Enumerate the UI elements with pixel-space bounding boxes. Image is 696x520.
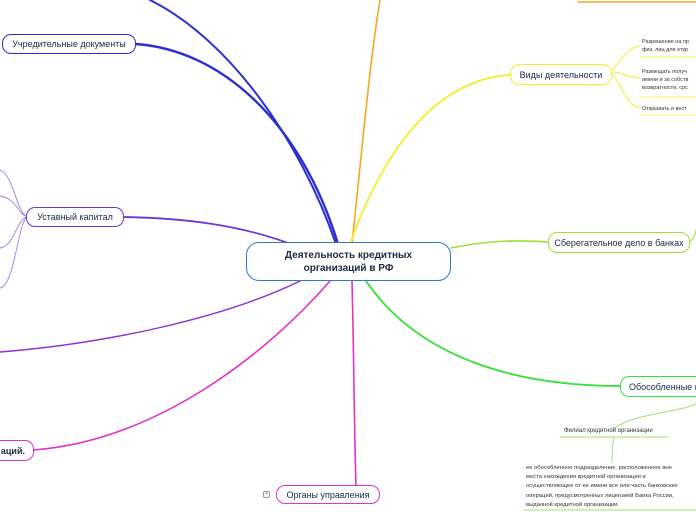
central-title-line1: Деятельность кредитных [284, 249, 413, 261]
node-management[interactable]: Органы управления [276, 485, 380, 504]
connector-activity-sub-2 [611, 71, 641, 79]
connector-charter-capital [123, 216, 297, 247]
activity-sub-1-line2: физ. лиц для откр [642, 47, 688, 53]
activity-sub-3-line1: Открывать и вест [642, 106, 687, 112]
connector-top-orange [351, 0, 381, 245]
connector-capital-sub-1 [0, 169, 27, 217]
node-activities[interactable]: Виды деятельности [510, 64, 612, 85]
node-activities-label: Виды деятельности [519, 69, 603, 80]
activity-sub-2-line3: возвратности, срс [642, 85, 688, 91]
node-separate-units-label: Обособленные п [629, 381, 696, 392]
connector-savings-tail [689, 229, 696, 243]
connector-top-blue [149, 0, 337, 245]
branch-description[interactable]: ее обособленное подразделение, расположе… [526, 464, 678, 510]
connector-founding-docs [134, 42, 340, 246]
activity-sub-2[interactable]: Размещать получ имени и за собств возвра… [642, 68, 688, 92]
node-savings[interactable]: Сберегательное дело в банках [548, 232, 690, 253]
connector-branch-desc [611, 436, 615, 463]
connector-activities [349, 74, 511, 245]
branch-label[interactable]: Филиал кредитной организации [564, 428, 653, 434]
connector-left-purple [0, 280, 301, 353]
branch-desc-line-3: осуществляющее от ее имени все или часть… [526, 483, 678, 490]
collapse-toggle-management[interactable]: + [263, 491, 270, 498]
connector-separate-units [365, 280, 621, 387]
branch-desc-line-2: места нахождения кредитной организации и [526, 474, 646, 481]
connector-capital-sub-4 [0, 217, 27, 289]
connector-management [351, 280, 357, 487]
activity-sub-2-line2: имени и за собств [642, 77, 689, 83]
activity-sub-3[interactable]: Открывать и вест [642, 105, 687, 113]
node-founding-docs-label: Учредительные документы [12, 39, 126, 49]
node-charter-capital[interactable]: Уставный капитал [26, 207, 124, 227]
connector-activity-sub-1 [611, 45, 641, 71]
branch-desc-line-4: операций, предусмотренных лицензией Банк… [526, 492, 674, 499]
central-title-line2: организаций в РФ [303, 262, 394, 274]
node-founding-docs[interactable]: Учредительные документы [2, 34, 136, 54]
branch-desc-line-1: ее обособленное подразделение, расположе… [526, 465, 672, 471]
connector-capital-sub-3 [0, 216, 27, 249]
branch-label-text: Филиал кредитной организации [564, 428, 653, 434]
activity-sub-1[interactable]: Разрешение на пр физ. лиц для откр [642, 38, 689, 54]
node-charter-capital-label: Уставный капитал [37, 212, 113, 222]
branch-desc-line-5: выданной кредитной организации. [526, 501, 620, 508]
connector-capital-sub-2 [0, 195, 27, 217]
activity-sub-1-line1: Разрешение на пр [642, 39, 689, 45]
node-separate-units[interactable]: Обособленные п [620, 376, 696, 397]
activity-sub-2-line1: Размещать получ [642, 69, 687, 75]
node-savings-label: Сберегательное дело в банках [554, 237, 684, 248]
connector-savings [450, 240, 549, 249]
connector-activity-sub-3 [611, 73, 641, 109]
node-management-label: Органы управления [286, 489, 370, 500]
node-left-partial-label: аций. [0, 445, 25, 456]
central-topic[interactable]: Деятельность кредитных организаций в РФ [246, 242, 451, 281]
connector-left-magenta [33, 280, 331, 451]
node-left-partial[interactable]: аций. [0, 440, 34, 461]
connector-branch [611, 403, 696, 431]
